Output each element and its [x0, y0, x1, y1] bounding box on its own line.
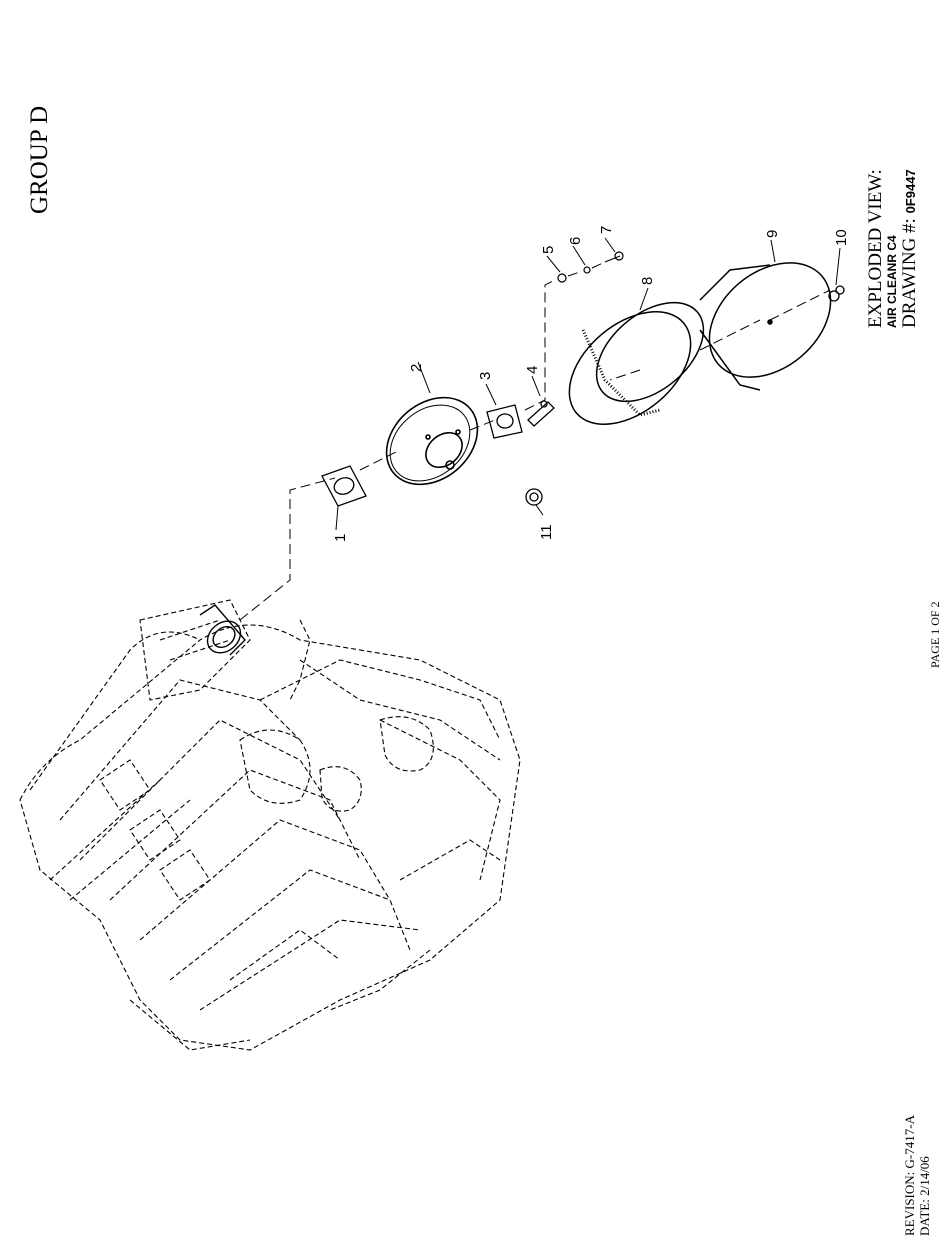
callout-8: 8	[639, 277, 656, 285]
callout-2: 2	[408, 364, 425, 372]
callout-3: 3	[477, 372, 494, 380]
callout-11: 11	[538, 524, 555, 540]
part-11-grommet	[526, 489, 542, 505]
part-6-nut	[584, 267, 590, 273]
assembly-centerline	[240, 262, 830, 620]
part-5-washer	[558, 274, 566, 282]
part-7-bolt	[605, 252, 623, 262]
callout-6: 6	[567, 237, 584, 245]
part-9-cover	[687, 240, 853, 401]
part-8-filter-element	[548, 283, 722, 447]
callout-leaders	[336, 238, 840, 530]
callout-7: 7	[598, 226, 615, 234]
callout-10: 10	[833, 229, 850, 246]
callout-5: 5	[540, 246, 557, 254]
part-1-gasket	[322, 466, 366, 506]
part-4-bracket	[528, 401, 554, 426]
part-2-base-plate	[369, 380, 494, 502]
engine-inlet	[200, 605, 247, 659]
engine-block-drawing	[20, 600, 520, 1050]
callout-9: 9	[764, 230, 781, 238]
callout-1: 1	[332, 534, 349, 542]
callout-4: 4	[524, 366, 541, 374]
